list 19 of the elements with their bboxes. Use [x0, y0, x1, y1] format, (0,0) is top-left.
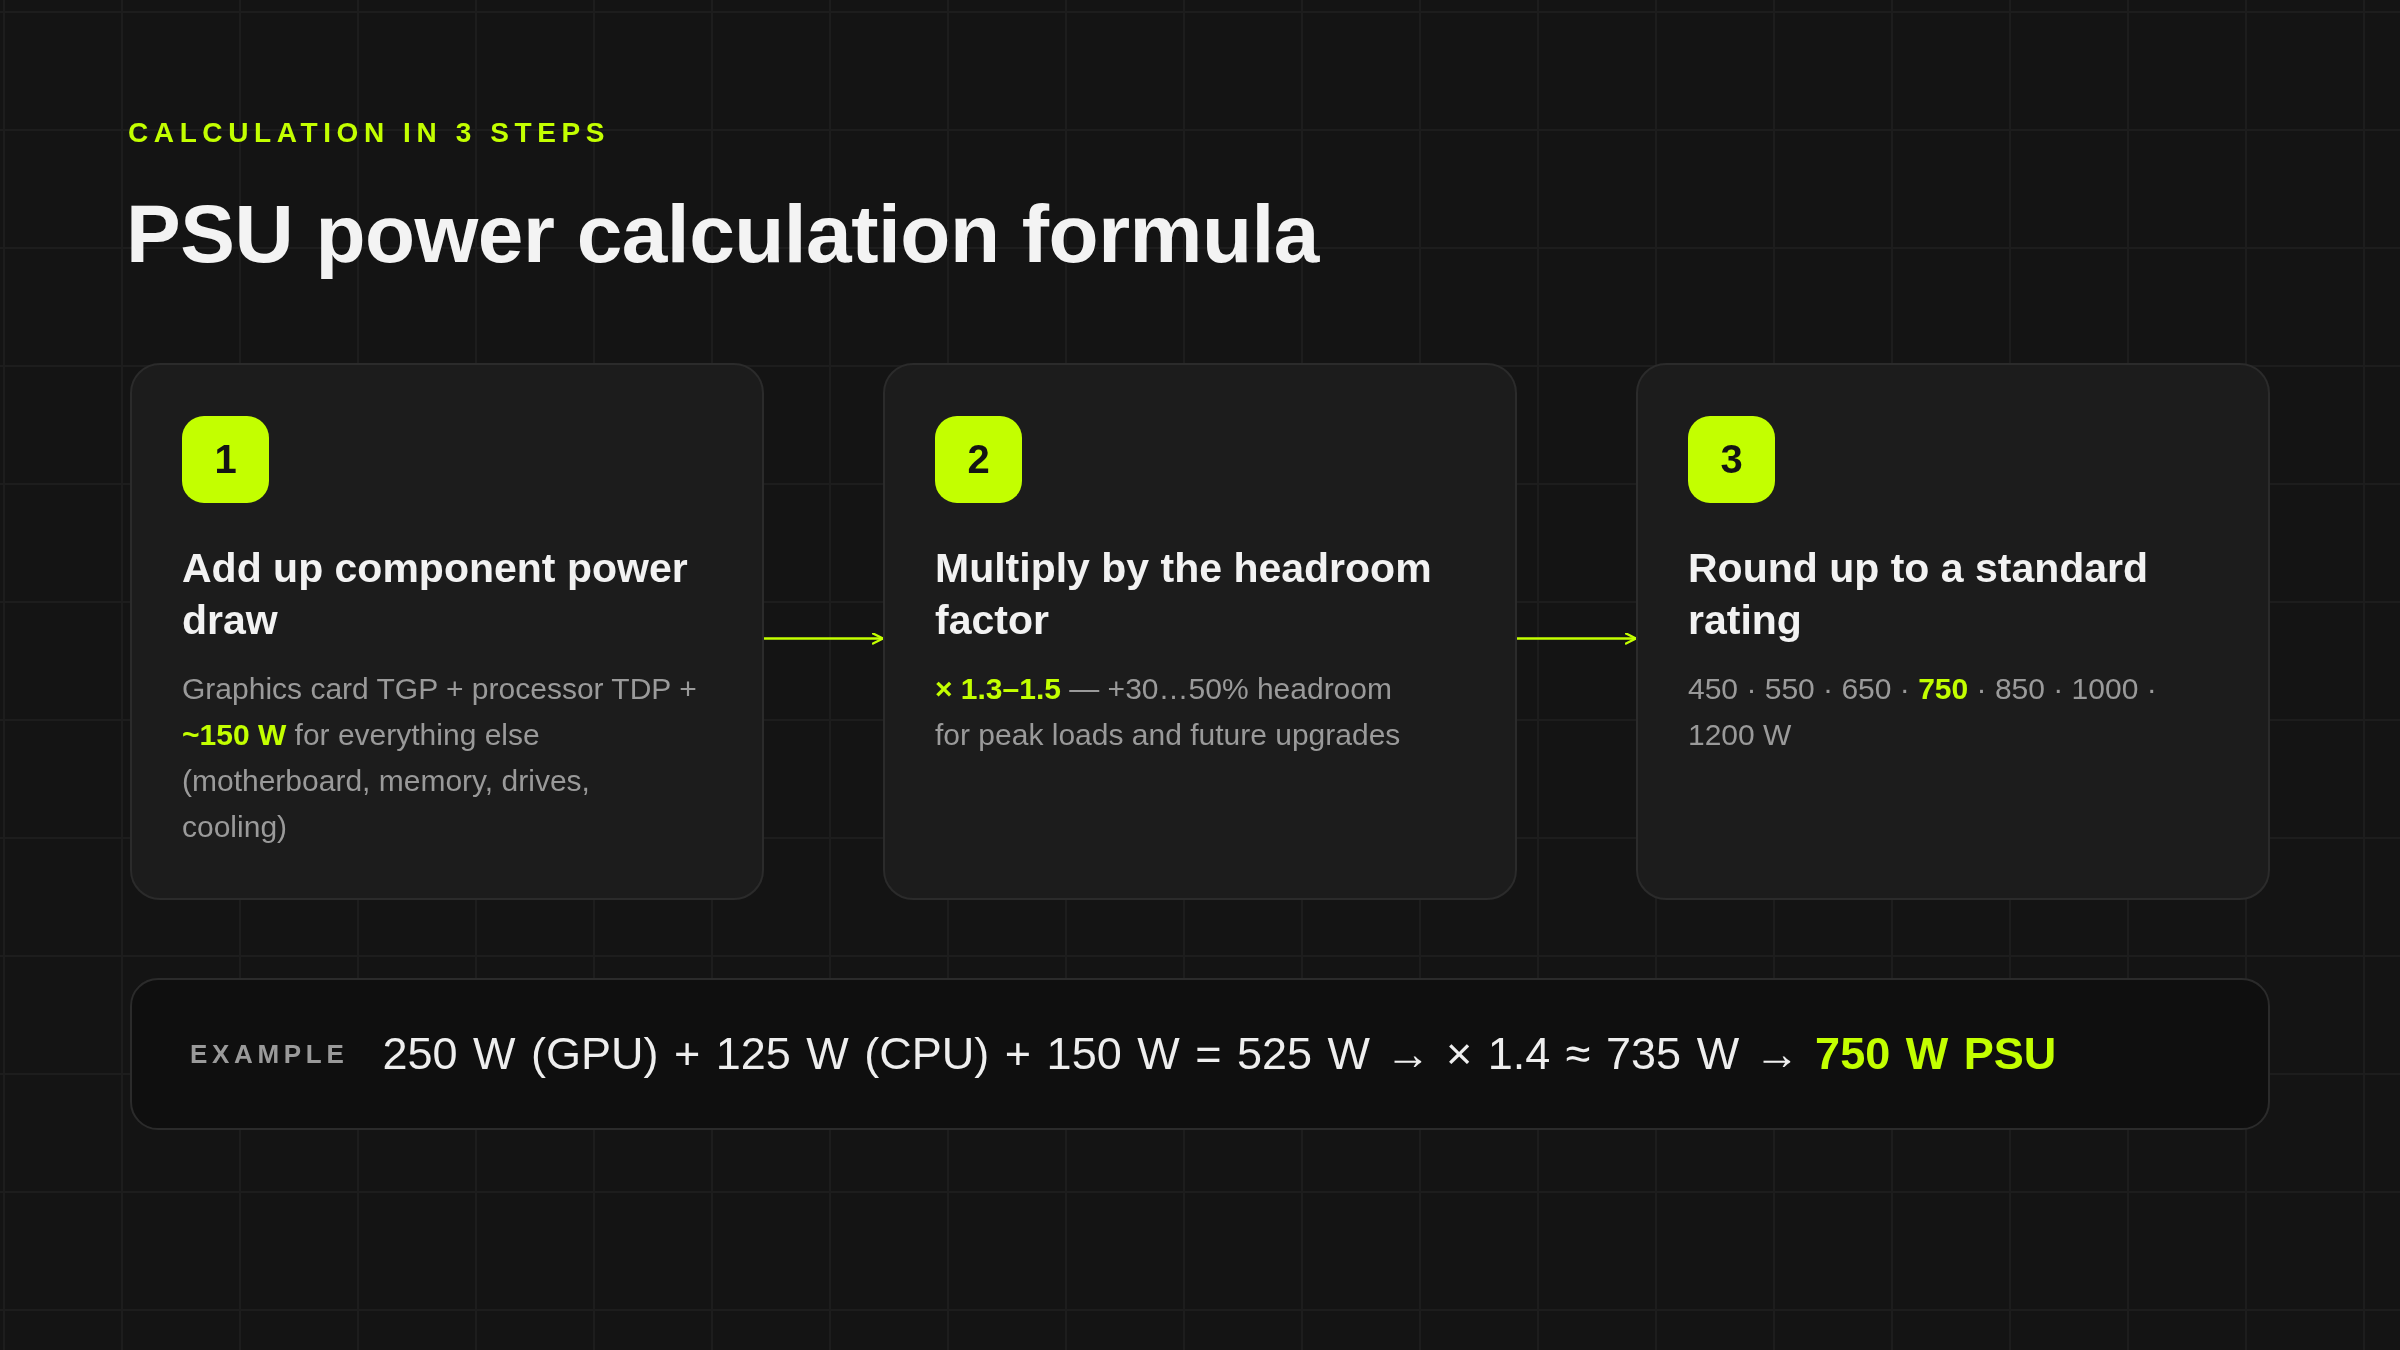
formula-text: 250 W (GPU) + 125 W (CPU) + 150 W = 525 W → × 1.4 ≈ 735 W → 750 W PSU	[382, 1028, 2057, 1080]
step-description: 450 · 550 · 650 · 750 · 850 · 1000 · 1200 W	[1688, 671, 2158, 753]
step-description: Graphics card TGP + processor TDP + ~150 W for everything else (motherboard, memory, drives, cooling)	[182, 671, 698, 845]
step-heading: Multiply by the headroom factor	[935, 544, 1433, 645]
example-panel	[130, 978, 2270, 1130]
eyebrow-label: CALCULATION IN 3 STEPS	[128, 116, 611, 150]
arrow	[1517, 632, 1638, 645]
step-card	[883, 363, 1517, 900]
example-label: EXAMPLE	[190, 1038, 349, 1070]
arrow	[764, 632, 885, 645]
title: PSU power calculation formula	[126, 187, 1319, 281]
step-heading: Add up component power draw	[182, 544, 689, 645]
step-number-badge: 1	[182, 416, 269, 503]
step-card	[1636, 363, 2270, 900]
step-number-badge: 3	[1688, 416, 1775, 503]
step-card	[130, 363, 764, 900]
step-heading: Round up to a standard rating	[1688, 544, 2150, 645]
step-description: × 1.3–1.5 — +30…50% headroom for peak loads and future upgrades	[935, 671, 1402, 753]
step-number-badge: 2	[935, 416, 1022, 503]
